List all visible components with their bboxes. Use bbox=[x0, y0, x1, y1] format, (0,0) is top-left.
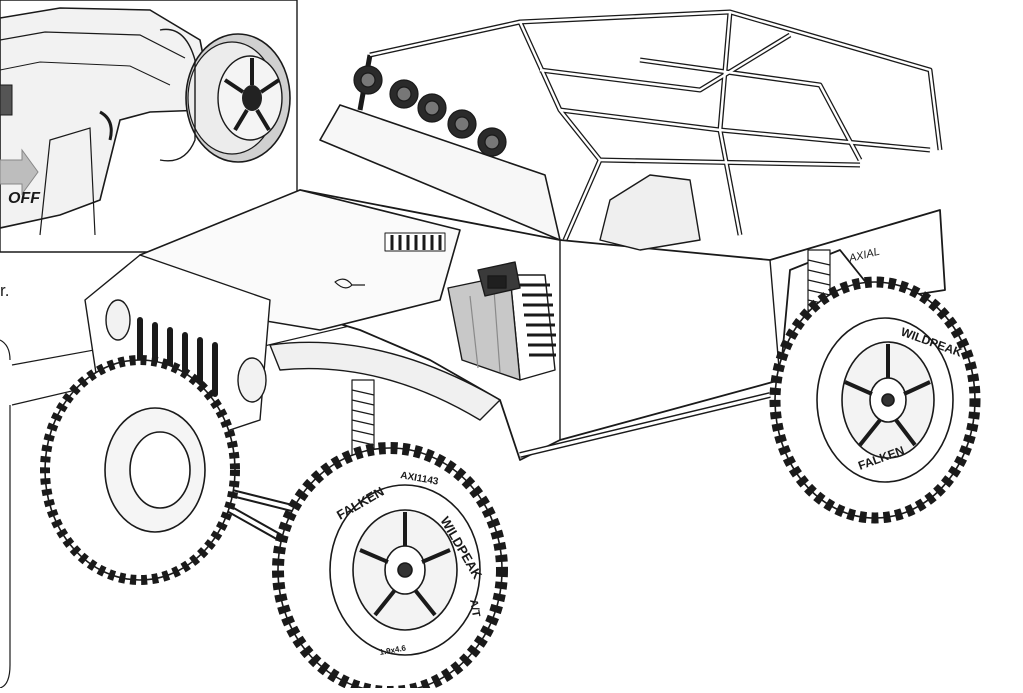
power-switch-arrow-icon bbox=[0, 148, 39, 196]
light-bar bbox=[353, 65, 507, 157]
power-switch-off-label: OFF bbox=[8, 190, 41, 207]
wheel-rear-right bbox=[769, 276, 981, 524]
wheel-front-left bbox=[40, 355, 240, 585]
instruction-text-fragment: r. bbox=[0, 281, 10, 300]
esc-module bbox=[447, 261, 556, 381]
seat bbox=[599, 174, 701, 251]
steering-wheel-icon bbox=[159, 28, 291, 163]
rc-crawler-vehicle: AXIAL bbox=[40, 9, 981, 693]
front-shock bbox=[351, 379, 375, 461]
hood-vent bbox=[384, 232, 446, 252]
tire-type-label: A/T bbox=[467, 598, 482, 618]
windshield bbox=[319, 104, 561, 241]
body-clip-icon bbox=[334, 278, 365, 289]
transmitter-inset: OFF bbox=[0, 0, 298, 253]
